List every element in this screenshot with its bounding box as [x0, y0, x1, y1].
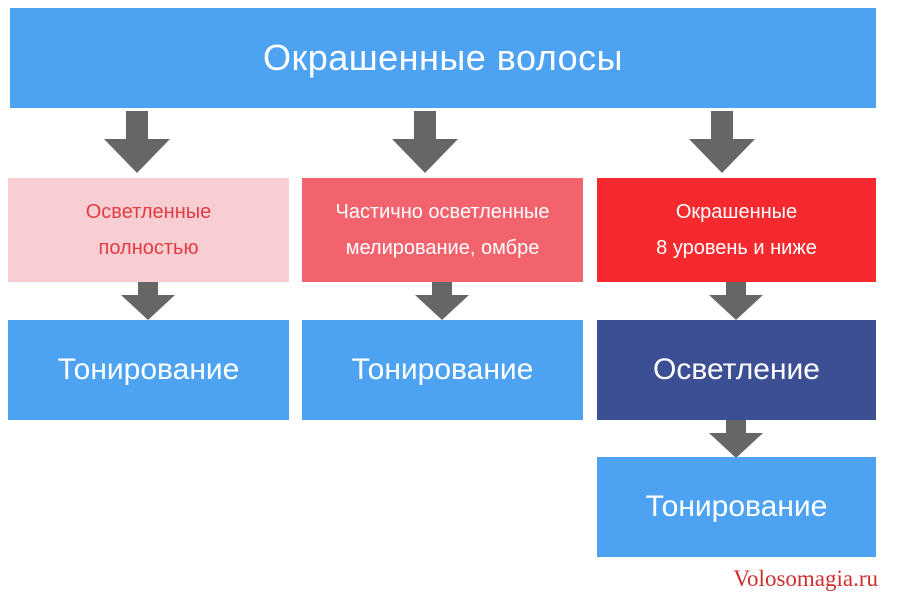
condition-line: Окрашенные	[675, 201, 798, 223]
down-arrow-icon	[709, 420, 763, 458]
title-banner: Окрашенные волосы	[10, 8, 876, 108]
down-arrow-icon	[689, 111, 755, 173]
step-box-lightening-col3: Осветление	[597, 320, 876, 420]
arrow-head	[709, 295, 763, 320]
arrow-stem	[414, 111, 436, 139]
arrow-stem	[711, 111, 733, 139]
condition-box-partially-lightened: Частично осветленные мелирование, омбре	[302, 178, 583, 282]
down-arrow-icon	[392, 111, 458, 173]
arrow-stem	[138, 282, 158, 295]
page-title: Окрашенные волосы	[262, 37, 624, 78]
step-label: Тонирование	[645, 490, 828, 523]
condition-line: Частично осветленные	[335, 201, 550, 223]
condition-line: Осветленные	[85, 201, 212, 223]
arrow-head	[709, 433, 763, 458]
arrow-head	[104, 139, 170, 173]
arrow-head	[689, 139, 755, 173]
step-box-toning-col2: Тонирование	[302, 320, 583, 420]
step-box-toning-col3: Тонирование	[597, 457, 876, 557]
down-arrow-icon	[104, 111, 170, 173]
step-label: Тонирование	[57, 353, 240, 386]
condition-box-fully-lightened: Осветленные полностью	[8, 178, 289, 282]
arrow-stem	[126, 111, 148, 139]
condition-line: мелирование, омбре	[345, 237, 540, 259]
watermark: Volosomagia.ru	[733, 566, 878, 591]
arrow-stem	[432, 282, 452, 295]
down-arrow-icon	[415, 282, 469, 320]
step-label: Тонирование	[351, 353, 534, 386]
arrow-stem	[726, 420, 746, 433]
step-label: Осветление	[653, 353, 820, 386]
condition-line: полностью	[98, 237, 199, 259]
arrow-head	[415, 295, 469, 320]
down-arrow-icon	[709, 282, 763, 320]
condition-line: 8 уровень и ниже	[656, 237, 817, 259]
down-arrow-icon	[121, 282, 175, 320]
arrow-stem	[726, 282, 746, 295]
step-box-toning-col1: Тонирование	[8, 320, 289, 420]
arrow-head	[121, 295, 175, 320]
condition-box-colored-level-8: Окрашенные 8 уровень и ниже	[597, 178, 876, 282]
arrow-head	[392, 139, 458, 173]
